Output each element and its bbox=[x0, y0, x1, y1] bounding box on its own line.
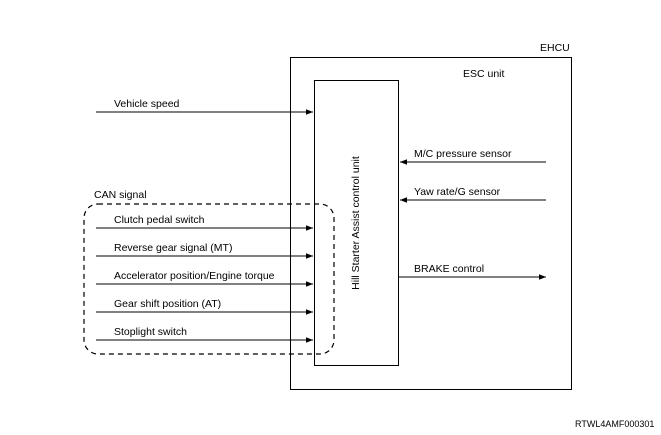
ehcu-box bbox=[290, 57, 572, 390]
mc-pressure-label: M/C pressure sensor bbox=[414, 148, 512, 160]
gear-shift-label: Gear shift position (AT) bbox=[114, 298, 222, 310]
brake-control-label: BRAKE control bbox=[414, 263, 485, 275]
vehicle-speed-label: Vehicle speed bbox=[114, 98, 180, 110]
stoplight-switch-label: Stoplight switch bbox=[114, 326, 187, 338]
esc-unit-label: ESC unit bbox=[463, 68, 505, 80]
reverse-gear-label: Reverse gear signal (MT) bbox=[114, 242, 233, 254]
control-unit-box bbox=[314, 80, 399, 366]
ehcu-label: EHCU bbox=[540, 42, 570, 54]
control-unit-label: Hill Starter Assist control unit bbox=[350, 156, 362, 290]
yaw-rate-label: Yaw rate/G sensor bbox=[414, 186, 501, 198]
can-signal-box bbox=[83, 203, 335, 355]
figure-code: RTWL4AMF000301 bbox=[575, 419, 655, 429]
can-signal-label: CAN signal bbox=[94, 189, 147, 201]
accelerator-position-label: Accelerator position/Engine torque bbox=[114, 270, 275, 282]
clutch-pedal-label: Clutch pedal switch bbox=[114, 214, 205, 226]
